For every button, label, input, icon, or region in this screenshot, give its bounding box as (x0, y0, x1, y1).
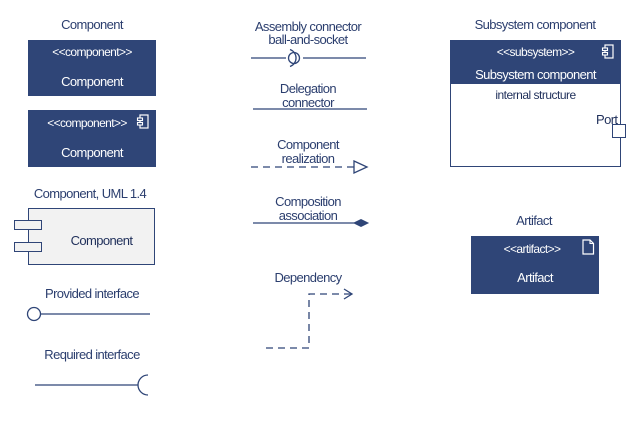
subsystem-stereotype: <<subsystem>> (496, 45, 575, 59)
component-stereotype: <<component>> (52, 45, 132, 59)
dependency-shape[interactable] (262, 284, 358, 354)
assembly-connector-caption-line1: Assembly connector (254, 19, 362, 34)
composition-association-shape[interactable] (252, 216, 370, 230)
component-with-icon-shape[interactable]: <<component>> Component (28, 110, 156, 167)
component-icon (136, 114, 149, 129)
component-realization-shape[interactable] (250, 158, 370, 176)
component-shape[interactable]: <<component>> Component (28, 40, 156, 96)
artifact-name: Artifact (517, 270, 553, 285)
subsystem-component-shape[interactable]: <<subsystem>> Subsystem component intern… (450, 40, 621, 167)
subsystem-header: <<subsystem>> Subsystem component (451, 41, 620, 84)
component-icon (601, 44, 614, 59)
subsystem-name: Subsystem component (475, 67, 596, 82)
component-uml14-tab-top (14, 220, 42, 230)
document-icon (582, 239, 595, 255)
subsystem-component-caption: Subsystem component (474, 17, 596, 32)
subsystem-internal-structure: internal structure (495, 88, 576, 102)
component-name: Component (61, 74, 123, 89)
component-with-icon-name: Component (61, 145, 123, 160)
assembly-connector-shape[interactable] (250, 48, 368, 68)
artifact-stereotype: <<artifact>> (503, 242, 561, 256)
artifact-caption: Artifact (516, 213, 552, 228)
subsystem-port[interactable] (612, 124, 626, 138)
required-interface-shape[interactable] (34, 374, 154, 398)
component-with-icon-stereotype: <<component>> (47, 116, 127, 130)
artifact-shape[interactable]: <<artifact>> Artifact (471, 236, 599, 294)
provided-interface-shape[interactable] (26, 306, 152, 322)
subsystem-port-label: Port (596, 112, 618, 127)
provided-interface-caption: Provided interface (45, 286, 140, 301)
component-uml14-caption: Component, UML 1.4 (33, 186, 147, 201)
component-uml14-name: Component (70, 233, 133, 248)
component-uml14-shape[interactable]: Component (28, 208, 155, 265)
delegation-connector-caption-line2: connector (282, 95, 334, 110)
component-realization-caption-line2: realization (281, 151, 335, 166)
component-caption: Component (61, 17, 123, 32)
component-uml14-tab-bottom (14, 242, 42, 252)
composition-association-caption-line2: association (278, 208, 338, 223)
dependency-caption: Dependency (274, 270, 343, 285)
assembly-connector-caption-line2: ball-and-socket (268, 32, 348, 47)
required-interface-caption: Required interface (44, 347, 140, 362)
component-realization-caption-line1: Component (277, 137, 339, 152)
delegation-connector-caption-line1: Delegation (279, 81, 337, 96)
delegation-connector-shape[interactable] (252, 104, 368, 114)
composition-association-caption-line1: Composition (275, 194, 341, 209)
